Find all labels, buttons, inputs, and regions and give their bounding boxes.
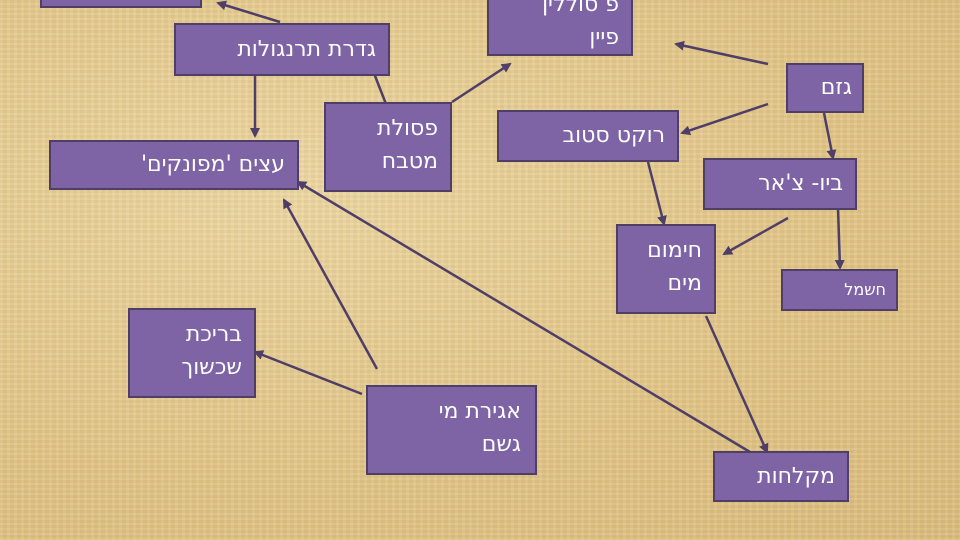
arrow-garden-to-biochar: [822, 112, 837, 160]
arrow-showers-to-wood: [296, 180, 756, 457]
node-pampered-wood: עצים 'מפונקים': [49, 140, 299, 190]
node-garden-waste: גזם: [786, 63, 864, 113]
arrow-rain-to-pool: [253, 350, 363, 396]
arrow-fence-to-topleft: [216, 0, 281, 24]
node-water-heating: חימום מים: [616, 224, 716, 314]
arrow-rocket-to-heating: [646, 161, 667, 226]
node-pine-mulch: פ סוללין פיין: [487, 0, 633, 56]
node-kitchen-waste: פסולת מטבח: [324, 102, 452, 192]
arrow-biochar-to-heating: [722, 216, 789, 256]
node-top-left: [40, 0, 202, 8]
node-chicken-fence: גדרת תרנגולות: [174, 23, 390, 76]
arrow-garden-to-rocket: [680, 102, 769, 136]
node-showers: מקלחות: [713, 451, 849, 502]
arrow-rain-to-wood: [282, 198, 379, 370]
arrow-heating-to-showers: [704, 315, 769, 454]
node-electricity: חשמל: [781, 269, 898, 311]
arrow-biochar-to-electricity: [834, 207, 845, 270]
node-wading-pool: בריכת שכשוך: [128, 308, 256, 398]
node-rainwater-storage: אגירת מי גשם: [366, 385, 537, 475]
arrow-kitchen-to-pine: [451, 62, 512, 104]
node-biochar: ביו- צ'אר: [703, 158, 857, 210]
node-rocket-stove: רוקט סטוב: [497, 110, 679, 162]
arrow-garden-to-pine: [674, 40, 769, 66]
